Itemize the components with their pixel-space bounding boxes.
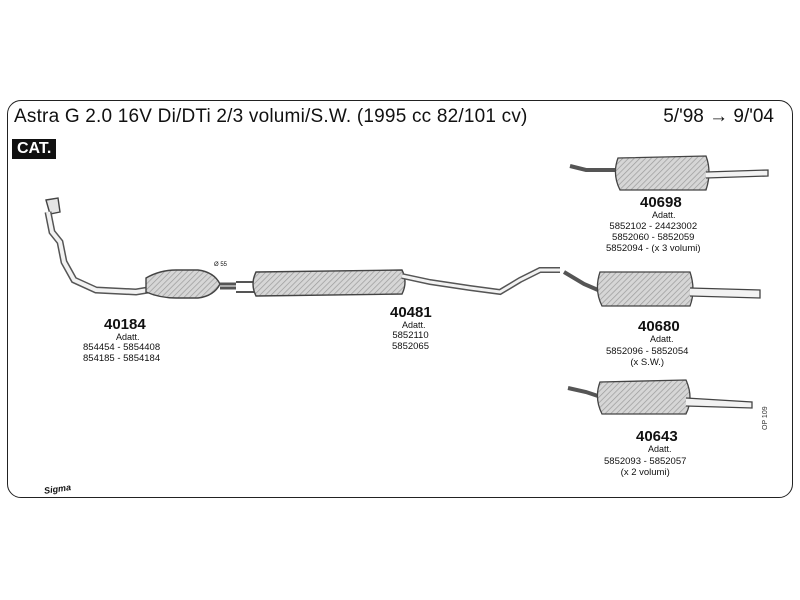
side-code: OP 109 — [762, 406, 769, 430]
part-number-40680: 40680 — [638, 318, 680, 335]
oem-ref: 854454 - 5854408 — [83, 342, 161, 353]
oem-refs-40680: 5852096 - 5852054 (x S.W.) — [606, 346, 688, 368]
part-40643-rear-silencer[interactable] — [567, 379, 753, 415]
part-number-40184: 40184 — [104, 316, 146, 333]
vehicle-title: Astra G 2.0 16V Di/DTi 2/3 volumi/S.W. (… — [14, 106, 528, 127]
adatt-label-40698: Adatt. — [652, 210, 676, 220]
oem-refs-40481: 5852110 5852065 — [392, 330, 429, 352]
part-40680-rear-silencer[interactable] — [562, 270, 761, 307]
oem-ref: 5852093 - 5852057 — [604, 456, 687, 467]
oem-ref: (x 2 volumi) — [620, 467, 670, 478]
oem-ref: 5852096 - 5852054 — [606, 346, 689, 357]
oem-ref: 5852094 - (x 3 volumi) — [606, 243, 701, 254]
cat-badge: CAT. — [12, 139, 57, 159]
oem-refs-40698: 5852102 - 24423002 5852060 - 5852059 585… — [606, 221, 701, 254]
part-40481-intermediate[interactable] — [236, 267, 560, 297]
oem-ref: 5852102 - 24423002 — [609, 221, 698, 232]
oem-ref: 5852065 — [392, 341, 429, 352]
oem-refs-40643: 5852093 - 5852057 (x 2 volumi) — [604, 456, 686, 478]
oem-ref: 854185 - 5854184 — [83, 353, 161, 364]
adatt-label-40481: Adatt. — [402, 320, 426, 330]
oem-ref: 5852060 - 5852059 — [612, 232, 695, 243]
part-40184-front-pipe[interactable] — [44, 197, 236, 299]
oem-ref: 5852110 — [392, 330, 429, 341]
part-number-40698: 40698 — [640, 194, 682, 211]
oem-ref: (x S.W.) — [630, 357, 665, 368]
oem-refs-40184: 854454 - 5854408 854185 - 5854184 — [83, 342, 160, 364]
adatt-label-40643: Adatt. — [648, 444, 672, 454]
part-number-40643: 40643 — [636, 428, 678, 445]
adatt-label-40680: Adatt. — [650, 334, 674, 344]
part-40698-rear-silencer[interactable] — [569, 155, 769, 191]
pipe-diameter-label: Ø 55 — [214, 262, 228, 268]
adatt-label-40184: Adatt. — [116, 332, 140, 342]
part-number-40481: 40481 — [390, 304, 432, 321]
date-range: 5/'98 → 9/'04 — [663, 106, 774, 127]
